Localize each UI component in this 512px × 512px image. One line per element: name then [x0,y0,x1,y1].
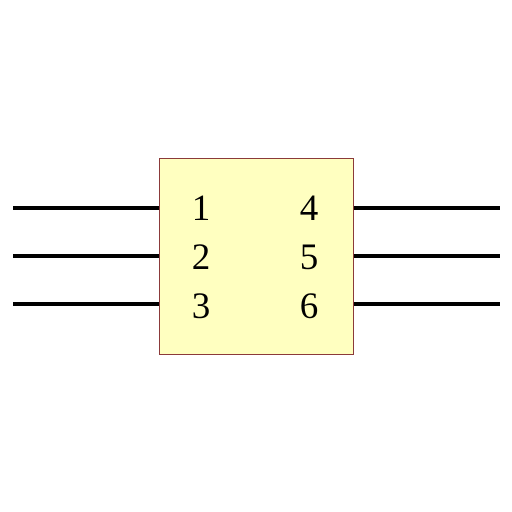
pin-label-3: 3 [191,286,211,327]
pin-label-6: 6 [299,286,319,327]
lead-pin-6 [353,302,500,306]
pin-label-2: 2 [191,237,211,278]
pin-label-4: 4 [299,188,319,229]
lead-pin-3 [13,302,160,306]
pin-label-5: 5 [299,237,319,278]
chip-body: 1 2 3 4 5 6 [159,158,354,355]
pin-label-1: 1 [191,188,211,229]
lead-pin-5 [353,254,500,258]
lead-pin-2 [13,254,160,258]
lead-pin-1 [13,206,160,210]
lead-pin-4 [353,206,500,210]
